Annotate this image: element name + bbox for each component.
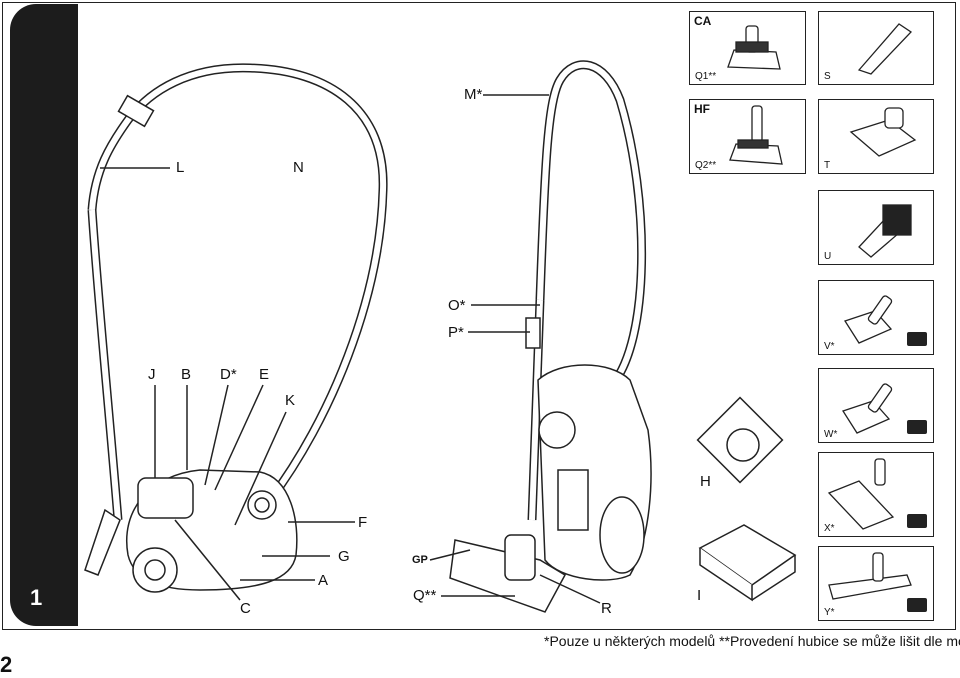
diagram-frame: [2, 2, 956, 630]
accessory-v: V*: [818, 280, 934, 355]
label-gp: GP: [412, 554, 428, 566]
label-c: C: [240, 600, 251, 617]
label-f: F: [358, 514, 368, 531]
hose: [87, 63, 388, 503]
footnote: *Pouze u některých modelů **Provedení hu…: [544, 633, 960, 649]
accessory-t-code: T: [824, 160, 831, 171]
label-j: J: [148, 366, 156, 383]
label-h: H: [700, 473, 711, 490]
accessory-v-code: V*: [824, 341, 835, 352]
label-e: E: [259, 366, 270, 383]
accessory-w-code: W*: [824, 429, 838, 440]
label-i: I: [697, 587, 702, 604]
filter-h: [696, 396, 784, 484]
label-p: P*: [448, 324, 464, 341]
accessory-x: X*: [818, 452, 934, 537]
accessory-t: T: [818, 99, 934, 174]
label-d: D*: [220, 366, 237, 383]
label-g: G: [338, 548, 350, 565]
label-r: R: [601, 600, 612, 617]
accessory-u-code: U: [824, 251, 832, 262]
label-n: N: [293, 159, 304, 176]
label-q: Q**: [413, 587, 437, 604]
section-number: 1: [30, 585, 43, 610]
accessory-q2: HF Q2**: [689, 99, 806, 174]
parquet-icon: [907, 598, 927, 612]
label-a: A: [318, 572, 329, 589]
accessory-s-code: S: [824, 71, 831, 82]
accessory-s: S: [818, 11, 934, 85]
filter-i: [698, 524, 797, 602]
accessory-u: U: [818, 190, 934, 265]
carpet-icon: [907, 514, 927, 528]
label-k: K: [285, 392, 296, 409]
accessory-q1-code: Q1**: [695, 71, 717, 82]
accessory-w: W*: [818, 368, 934, 443]
accessory-y-code: Y*: [824, 607, 835, 618]
accessory-x-code: X*: [824, 523, 835, 534]
label-o: O*: [448, 297, 466, 314]
label-b: B: [181, 366, 192, 383]
page-number: 2: [0, 652, 13, 677]
accessory-q2-head: HF: [694, 102, 710, 116]
label-m: M*: [464, 86, 483, 103]
accessory-q2-code: Q2**: [695, 160, 717, 171]
accessory-y: Y*: [818, 546, 934, 621]
label-l: L: [176, 159, 185, 176]
accessory-q1: CA Q1**: [689, 11, 806, 85]
pet-icon: [907, 332, 927, 346]
dust-icon: [907, 420, 927, 434]
section-tab: [10, 4, 78, 626]
accessory-q1-head: CA: [694, 14, 712, 28]
